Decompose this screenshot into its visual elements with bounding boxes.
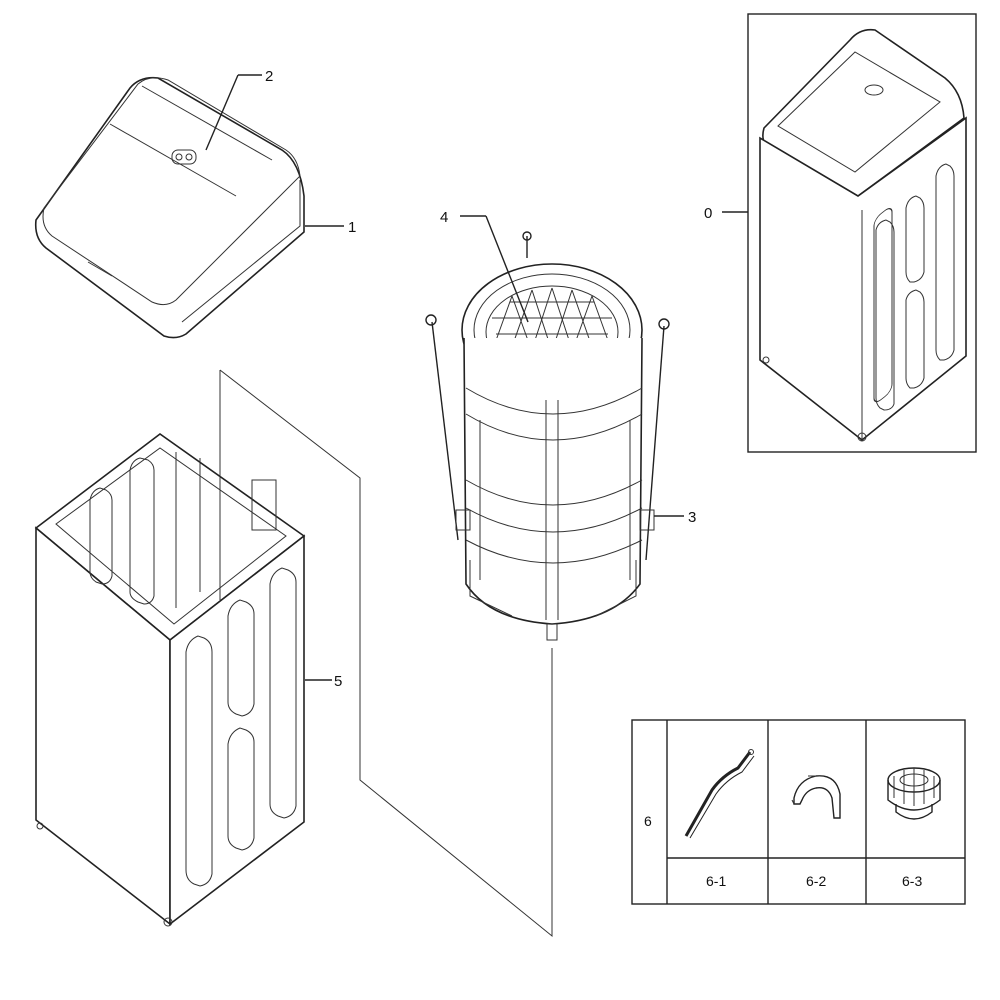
callout-4: 4 <box>440 209 448 226</box>
guide-line-right <box>219 369 553 938</box>
accessory-6-2-drawing <box>791 775 841 819</box>
top-lid-assembly <box>34 76 305 339</box>
callout-line-2 <box>205 74 239 151</box>
accessory-table-frame <box>631 719 966 905</box>
assembled-washer-view <box>747 13 977 453</box>
accessory-table: 6 6-1 6-2 6-3 <box>631 719 966 905</box>
accessory-6-3-label: 6-3 <box>902 873 922 889</box>
accessory-group-label: 6 <box>644 813 652 829</box>
callout-3: 3 <box>688 509 696 526</box>
cabinet-body <box>34 433 306 927</box>
tub-assembly <box>425 231 670 641</box>
accessory-6-3-drawing <box>887 767 941 820</box>
accessory-6-1-drawing <box>684 749 755 839</box>
callout-5: 5 <box>334 673 342 690</box>
accessory-6-2-label: 6-2 <box>806 873 826 889</box>
accessory-6-1-label: 6-1 <box>706 873 726 889</box>
callout-1: 1 <box>348 219 356 236</box>
callout-2: 2 <box>265 68 273 85</box>
assembled-view-frame <box>747 13 977 453</box>
callout-0: 0 <box>704 205 712 222</box>
callout-line-4 <box>485 215 529 323</box>
